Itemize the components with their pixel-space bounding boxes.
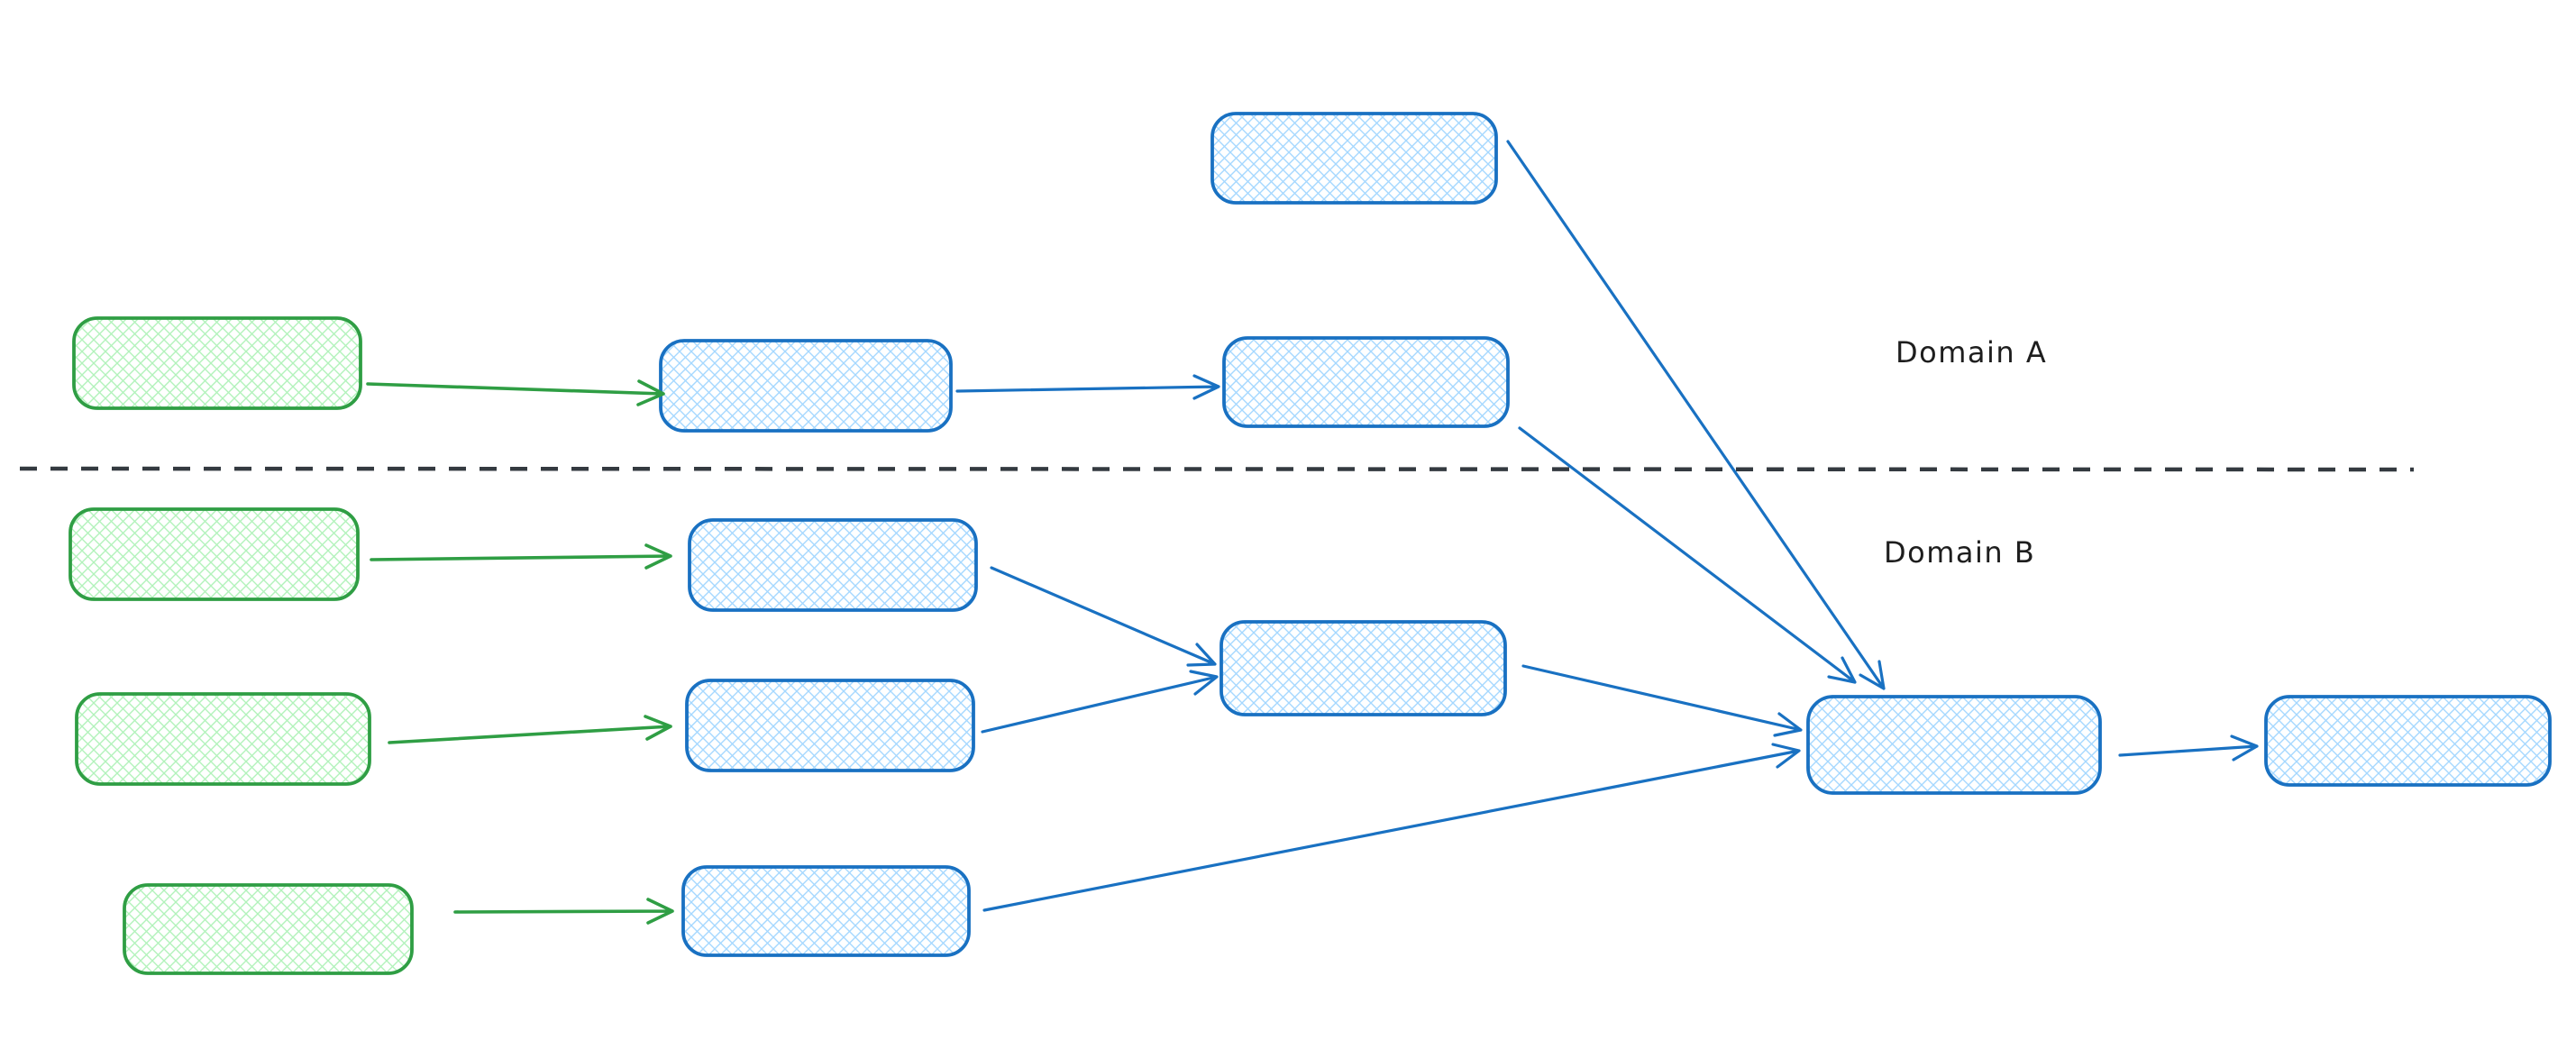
arrow-a-stage2-to-sink-merge bbox=[1518, 426, 1857, 684]
node-b-merge bbox=[1219, 620, 1507, 716]
green-node-group bbox=[69, 316, 414, 975]
node-a-stage1 bbox=[659, 339, 953, 433]
node-a-stage2 bbox=[1222, 336, 1510, 428]
node-a-extra-top bbox=[1210, 112, 1498, 205]
node-a-source bbox=[72, 316, 362, 410]
blue-node-group bbox=[659, 112, 2552, 957]
node-b1-source bbox=[69, 507, 360, 601]
arrow-sink-merge-to-sink-output bbox=[2118, 734, 2259, 762]
arrow-b1-source-to-b1-stage1 bbox=[370, 543, 672, 570]
node-b2-stage1 bbox=[685, 679, 975, 772]
domain-a-label: Domain A bbox=[1895, 335, 2047, 369]
arrow-a-extra-top-to-sink-merge bbox=[1506, 140, 1886, 690]
domain-b-label: Domain B bbox=[1884, 535, 2035, 570]
arrow-b3-source-to-b3-stage1 bbox=[453, 898, 674, 925]
node-b2-source bbox=[75, 692, 371, 786]
node-b1-stage1 bbox=[688, 518, 978, 612]
arrow-b2-source-to-b2-stage1 bbox=[388, 715, 672, 744]
blue-arrow-group bbox=[955, 140, 2259, 912]
arrow-a-stage1-to-a-stage2 bbox=[955, 374, 1220, 400]
domain-divider-dashed-line bbox=[19, 466, 2415, 472]
arrow-b2-stage1-to-b-merge bbox=[981, 670, 1219, 734]
node-sink-merge bbox=[1806, 695, 2102, 795]
node-sink-output bbox=[2264, 695, 2552, 787]
node-b3-stage1 bbox=[681, 865, 971, 957]
node-b3-source bbox=[123, 883, 414, 975]
arrow-b3-stage1-to-sink-merge bbox=[982, 743, 1801, 912]
arrow-b-merge-to-sink-merge bbox=[1521, 664, 1803, 737]
arrow-b1-stage1-to-b-merge bbox=[990, 566, 1217, 667]
green-arrow-group bbox=[366, 379, 674, 925]
arrow-a-source-to-a-stage1 bbox=[366, 379, 665, 406]
